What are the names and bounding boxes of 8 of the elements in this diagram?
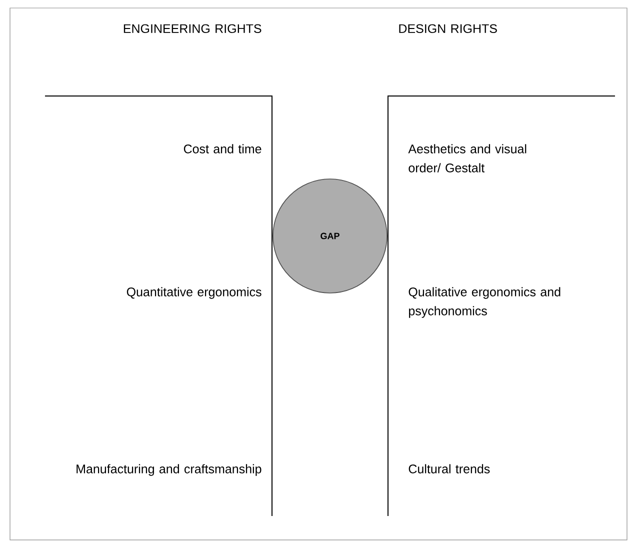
column-heading: DESIGN RIGHTS (399, 24, 497, 34)
column-heading: ENGINEERING RIGHTS (124, 24, 262, 34)
criterion-text: Quantitative ergonomics (126, 287, 262, 299)
criterion-text: Qualitative ergonomics and psychonomics (408, 287, 560, 318)
criterion-text: Cultural trends (408, 464, 490, 474)
criterion-text: Cost and time (184, 144, 262, 154)
criterion-text: Aesthetics and visual order/ Gestalt (408, 144, 526, 172)
criterion-text: Manufacturing and craftsmanship (76, 464, 262, 476)
